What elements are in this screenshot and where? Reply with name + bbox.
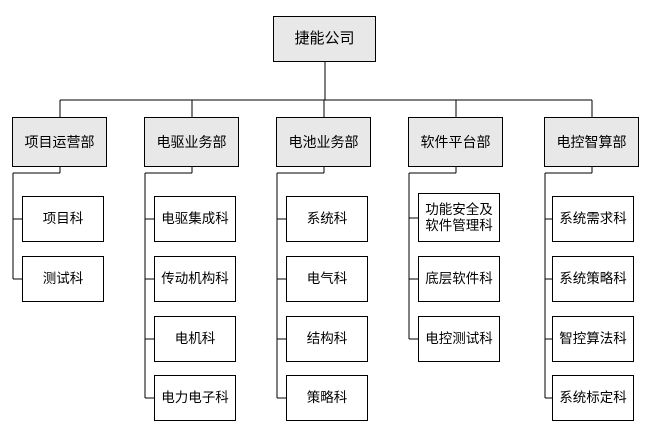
department-node-1-label: 电驱业务部 bbox=[156, 133, 227, 150]
section-node-4-1-label: 系统策略科 bbox=[559, 271, 627, 287]
section-node-4-2-label: 智控算法科 bbox=[559, 331, 627, 347]
section-node-3-2-label: 电控测试科 bbox=[425, 331, 493, 347]
section-node-2-2[interactable]: 结构科 bbox=[286, 316, 368, 362]
section-node-4-3[interactable]: 系统标定科 bbox=[552, 375, 634, 421]
section-node-4-2[interactable]: 智控算法科 bbox=[552, 316, 634, 362]
section-node-1-2-label: 电机科 bbox=[174, 331, 216, 347]
section-node-4-3-label: 系统标定科 bbox=[559, 390, 627, 406]
section-node-3-2[interactable]: 电控测试科 bbox=[418, 316, 500, 362]
section-node-2-3[interactable]: 策略科 bbox=[286, 375, 368, 421]
section-node-3-0[interactable]: 功能安全及 软件管理科 bbox=[418, 193, 500, 242]
section-node-0-0-label: 项目科 bbox=[42, 211, 84, 227]
section-node-1-1-label: 传动机构科 bbox=[161, 271, 229, 287]
section-node-2-1-label: 电气科 bbox=[306, 271, 348, 287]
section-node-1-1[interactable]: 传动机构科 bbox=[154, 256, 236, 302]
section-node-0-0[interactable]: 项目科 bbox=[22, 196, 104, 242]
section-node-0-1[interactable]: 测试科 bbox=[22, 256, 104, 302]
section-node-4-1[interactable]: 系统策略科 bbox=[552, 256, 634, 302]
section-node-2-1[interactable]: 电气科 bbox=[286, 256, 368, 302]
section-node-2-2-label: 结构科 bbox=[306, 331, 348, 347]
section-node-1-0[interactable]: 电驱集成科 bbox=[154, 196, 236, 242]
root-node-company[interactable]: 捷能公司 bbox=[273, 16, 376, 62]
section-node-3-0-label: 功能安全及 软件管理科 bbox=[425, 201, 493, 233]
department-node-4[interactable]: 电控智算部 bbox=[544, 117, 639, 167]
root-node-company-label: 捷能公司 bbox=[294, 30, 355, 48]
section-node-2-3-label: 策略科 bbox=[306, 390, 348, 406]
section-node-1-0-label: 电驱集成科 bbox=[161, 211, 229, 227]
department-node-0[interactable]: 项目运营部 bbox=[12, 117, 107, 167]
section-node-1-2[interactable]: 电机科 bbox=[154, 316, 236, 362]
section-node-3-1[interactable]: 底层软件科 bbox=[418, 256, 500, 302]
department-node-4-label: 电控智算部 bbox=[556, 133, 627, 150]
department-node-2-label: 电池业务部 bbox=[288, 133, 359, 150]
department-node-2[interactable]: 电池业务部 bbox=[276, 117, 371, 167]
section-node-4-0[interactable]: 系统需求科 bbox=[552, 196, 634, 242]
department-node-0-label: 项目运营部 bbox=[24, 133, 95, 150]
section-node-3-1-label: 底层软件科 bbox=[425, 271, 493, 287]
section-node-2-0[interactable]: 系统科 bbox=[286, 196, 368, 242]
section-node-4-0-label: 系统需求科 bbox=[559, 211, 627, 227]
department-node-3-label: 软件平台部 bbox=[420, 133, 491, 150]
section-node-1-3[interactable]: 电力电子科 bbox=[154, 375, 236, 421]
section-node-0-1-label: 测试科 bbox=[42, 271, 84, 287]
section-node-1-3-label: 电力电子科 bbox=[161, 390, 229, 406]
department-node-3[interactable]: 软件平台部 bbox=[408, 117, 503, 167]
department-node-1[interactable]: 电驱业务部 bbox=[144, 117, 239, 167]
section-node-2-0-label: 系统科 bbox=[306, 211, 348, 227]
